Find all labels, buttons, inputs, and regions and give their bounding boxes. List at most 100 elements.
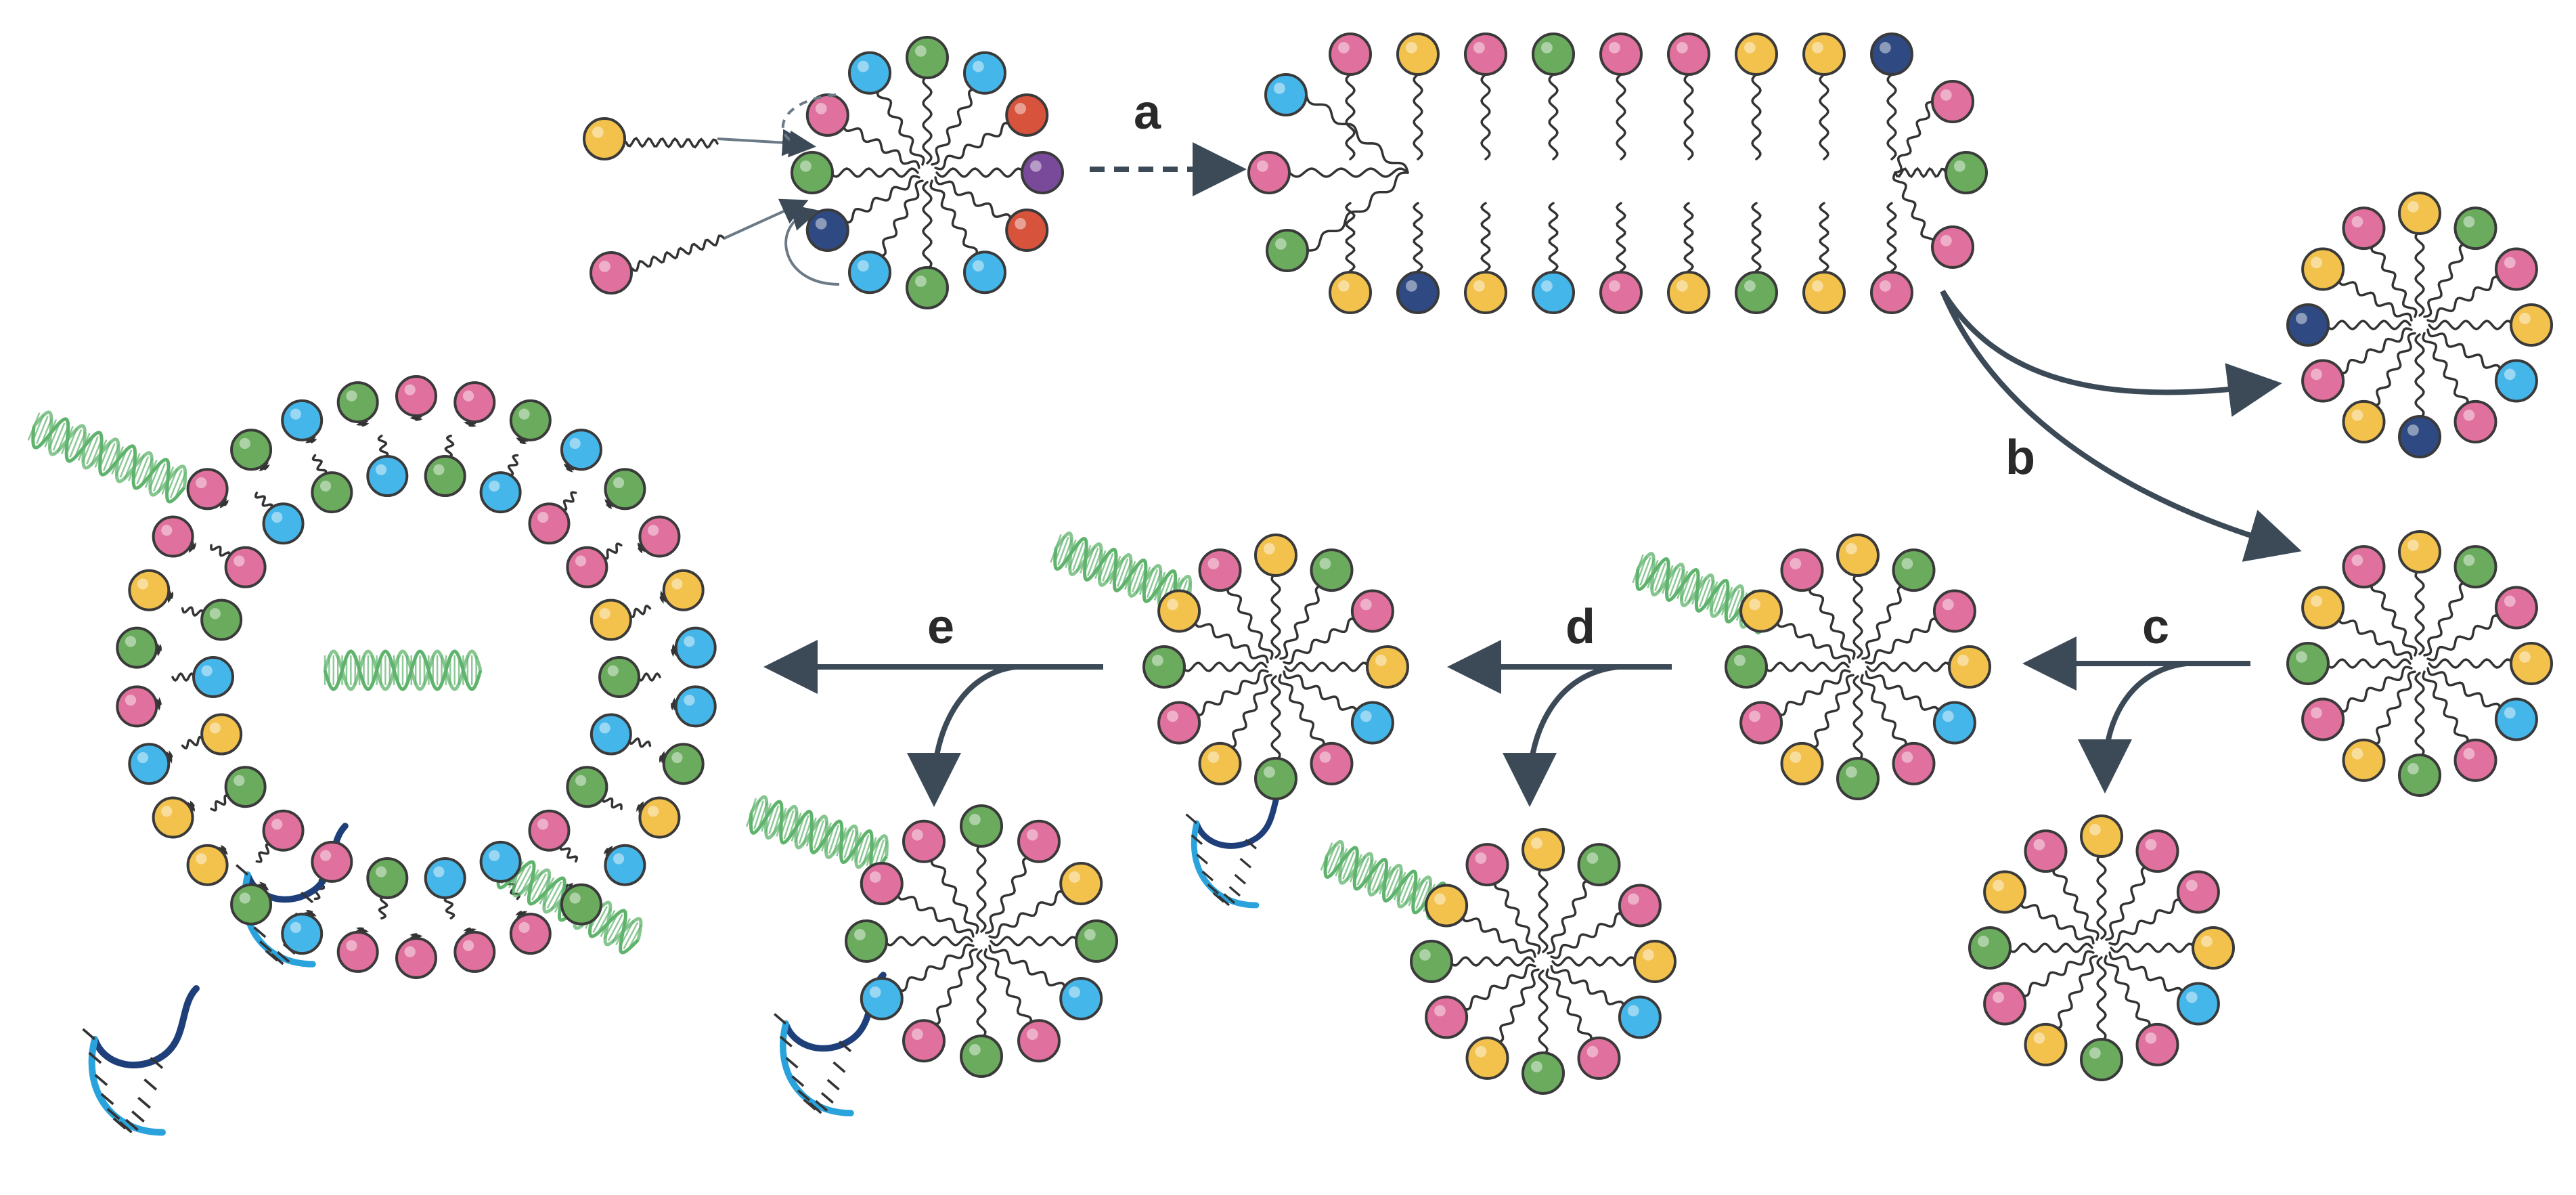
helix-rung: [531, 873, 547, 901]
lipid-tail: [1538, 867, 1549, 953]
lipid-head: [366, 455, 409, 498]
lipid-head-highlight: [196, 477, 207, 489]
helix-rung: [527, 871, 543, 899]
lipid-head-highlight: [2463, 216, 2475, 227]
lipid-head-highlight: [2504, 257, 2516, 269]
helix-rung: [1639, 557, 1651, 586]
helix-strand: [749, 800, 888, 874]
helix-rung: [1098, 551, 1110, 581]
mrna-base: [1239, 857, 1252, 869]
helix-rung: [592, 905, 608, 933]
lipid-head-highlight: [1942, 710, 1954, 722]
lipid-tail: [602, 542, 623, 560]
lipid-head: [528, 809, 571, 852]
lipid-head-highlight: [1406, 42, 1417, 53]
helix-rung: [140, 458, 154, 487]
mrna-base: [774, 1013, 787, 1025]
lipid-head: [662, 743, 705, 785]
lipid-head-highlight: [858, 60, 869, 72]
lipid-head: [453, 381, 496, 424]
lipid-head-highlight: [2519, 651, 2531, 663]
lipid-head-highlight: [858, 260, 869, 272]
lipid-head: [2135, 829, 2179, 873]
helix-rung: [1146, 569, 1159, 598]
helix-rung: [772, 806, 783, 835]
helix-rung: [813, 820, 824, 849]
helix-rung: [1135, 565, 1147, 594]
lipid-head: [2494, 359, 2538, 403]
lipid-head: [230, 429, 273, 471]
lipid-head-highlight: [433, 464, 445, 475]
lipid-head: [2494, 247, 2538, 291]
lipid-tail: [896, 891, 975, 938]
lipid-head: [1932, 589, 1976, 633]
helix-strand: [1323, 846, 1460, 926]
lipid-tail: [507, 454, 519, 477]
lipid-head: [1310, 548, 1354, 592]
lipid-tail: [1819, 73, 1829, 160]
helix-rung: [520, 867, 535, 895]
lipid-head-highlight: [1609, 280, 1620, 292]
lipid-tail: [876, 87, 925, 166]
lipid-head-highlight: [196, 853, 207, 865]
helix-rung: [1732, 590, 1744, 620]
lipid-head-highlight: [854, 929, 866, 940]
helix-rung: [1669, 567, 1681, 597]
step-label-c: c: [2142, 600, 2169, 654]
lipid-head-highlight: [613, 853, 625, 865]
lipid-head-highlight: [1790, 751, 1802, 763]
lipid-head: [424, 455, 466, 498]
lipid-head: [2024, 829, 2068, 873]
helix-rung: [516, 865, 532, 893]
lipid-head-highlight: [1360, 599, 1372, 611]
helix-rung: [1080, 544, 1092, 574]
mrna-base: [100, 1093, 114, 1106]
helix-rung: [1695, 577, 1707, 607]
lipid-head: [230, 883, 273, 926]
lipid-head-highlight: [1901, 751, 1913, 763]
lipid-head: [200, 599, 243, 641]
lipid-head: [638, 515, 681, 558]
lipid-head-highlight: [973, 60, 984, 72]
lipid-head: [2494, 697, 2538, 741]
lipid-tail: [1616, 73, 1626, 160]
lipid-tail: [922, 181, 933, 271]
lipid-head: [1780, 741, 1824, 785]
mrna-base: [809, 1102, 822, 1114]
lipid-head: [1836, 534, 1880, 577]
lipid-tail: [983, 948, 1033, 1026]
helix-rung: [1327, 845, 1341, 874]
lipid-head-highlight: [1609, 42, 1620, 53]
lipid-head-highlight: [1940, 235, 1952, 246]
helix-rung: [1411, 879, 1425, 908]
helix-rung: [1053, 535, 1066, 565]
lipid-head-highlight: [1790, 558, 1802, 569]
helix-rung: [173, 471, 187, 500]
lipid-head: [791, 151, 834, 194]
lipid-head-highlight: [209, 722, 221, 734]
lipid-head-highlight: [2145, 839, 2157, 850]
helix-rung: [1691, 575, 1704, 605]
dna-helix: [746, 795, 889, 874]
lipid-head: [906, 36, 949, 79]
helix-rung: [1647, 559, 1659, 589]
feed-arrow: [781, 93, 837, 158]
lipid-tail: [1494, 879, 1541, 955]
lipid-head-highlight: [2504, 595, 2516, 607]
lipid-tail: [1283, 617, 1358, 665]
lipid-head-highlight: [1069, 986, 1081, 998]
lipid-head: [186, 844, 229, 886]
lipid-head: [1329, 32, 1372, 76]
lipid-tail: [1413, 202, 1423, 272]
helix-rung: [1094, 550, 1107, 580]
lipid-tail: [601, 796, 623, 810]
lipid-head: [200, 713, 243, 756]
lipid-head: [128, 743, 171, 785]
lipid-tail: [2370, 581, 2418, 657]
lipid-head-highlight: [1531, 838, 1542, 849]
mrna-backbone: [91, 985, 200, 1068]
lipid-tail: [2053, 955, 2098, 1030]
lipid-head-highlight: [915, 45, 927, 57]
lipid-head: [1464, 271, 1507, 314]
lipid-tail: [1480, 202, 1491, 272]
